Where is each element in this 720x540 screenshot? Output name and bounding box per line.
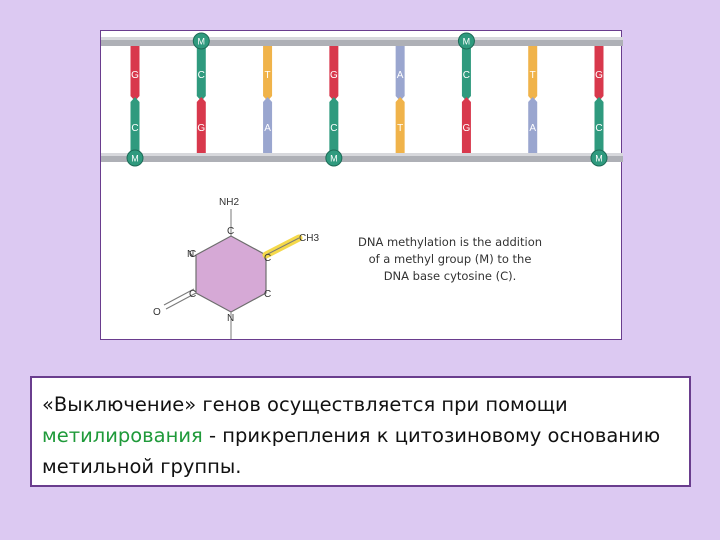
methyl-marker — [325, 149, 343, 167]
base-bottom — [461, 97, 471, 153]
base-letter-top: G — [595, 70, 603, 81]
base-top — [395, 46, 405, 101]
methyl-marker-label: M — [463, 37, 471, 47]
description-line-3: DNA base cytosine (C). — [384, 269, 517, 283]
base-letter-top: G — [131, 70, 139, 81]
base-pair: GC — [594, 46, 604, 153]
base-pair: AT — [395, 46, 405, 153]
base-letter-bottom: G — [197, 123, 205, 134]
methyl-marker-label: M — [131, 154, 139, 164]
base-letter-bottom: G — [463, 123, 471, 134]
carbonyl-bond — [165, 292, 197, 310]
base-letter-top: C — [198, 70, 205, 81]
atom-o: O — [153, 307, 161, 318]
methyl-marker — [590, 149, 608, 167]
atom-c4: C — [227, 226, 234, 237]
methylation-description: DNA methylation is the addition of a met… — [358, 235, 542, 283]
base-top — [461, 46, 471, 101]
methyl-marker — [192, 32, 210, 50]
dna-backbone-bottom — [101, 153, 623, 162]
base-letter-top: G — [330, 70, 338, 81]
methyl-marker-label: M — [595, 154, 603, 164]
atom-c6: C — [264, 289, 271, 300]
base-letter-bottom: C — [595, 123, 602, 134]
methyl-markers: M M M M M — [126, 32, 608, 167]
atom-c5: C — [264, 253, 271, 264]
atom-n3-c: C — [189, 249, 196, 260]
dna-backbone-top — [101, 37, 623, 46]
base-letter-bottom: A — [264, 123, 271, 134]
methyl-marker — [126, 149, 144, 167]
base-pair: GC — [329, 46, 339, 153]
base-letter-top: T — [265, 70, 271, 81]
caption-box: «Выключение» генов осуществляется при по… — [30, 376, 691, 487]
base-pair: CG — [461, 46, 471, 153]
cytosine-ring — [195, 235, 267, 313]
base-top — [329, 46, 339, 101]
base-letter-top: A — [397, 70, 404, 81]
cytosine-molecule: NH2 CH3 C C C C C N N O — [153, 197, 319, 339]
base-top — [130, 46, 140, 101]
base-top — [263, 46, 273, 101]
base-letter-bottom: C — [131, 123, 138, 134]
caption-highlight: метилирования — [42, 424, 203, 447]
base-top — [528, 46, 538, 101]
description-line-1: DNA methylation is the addition — [358, 235, 542, 249]
methyl-marker — [457, 32, 475, 50]
base-pair: TA — [528, 46, 538, 153]
base-pair: CG — [196, 46, 206, 153]
base-pair: TA — [263, 46, 273, 153]
base-bottom — [528, 97, 538, 153]
description-line-2: of a methyl group (M) to the — [369, 252, 532, 266]
base-top — [594, 46, 604, 101]
atom-n1: N — [227, 313, 234, 324]
caption-text-2: - прикрепления к цитозиновому основанию … — [42, 424, 661, 478]
base-letter-bottom: A — [529, 123, 536, 134]
nh2-label: NH2 — [219, 197, 239, 208]
ch3-label: CH3 — [299, 233, 319, 244]
base-letter-top: T — [530, 70, 536, 81]
base-bottom — [263, 97, 273, 153]
methyl-marker-label: M — [330, 154, 338, 164]
base-bottom — [130, 97, 140, 153]
base-letter-top: C — [463, 70, 470, 81]
base-bottom — [329, 97, 339, 153]
base-bottom — [594, 97, 604, 153]
base-letter-bottom: T — [397, 123, 403, 134]
atom-n3: N — [187, 249, 194, 260]
base-top — [196, 46, 206, 101]
base-letter-bottom: C — [330, 123, 337, 134]
caption-text-1: «Выключение» генов осуществляется при по… — [42, 393, 568, 416]
base-bottom — [196, 97, 206, 153]
base-bottom — [395, 97, 405, 153]
base-pair: GC — [130, 46, 140, 153]
methyl-marker-label: M — [198, 37, 206, 47]
atom-c2: C — [189, 289, 196, 300]
